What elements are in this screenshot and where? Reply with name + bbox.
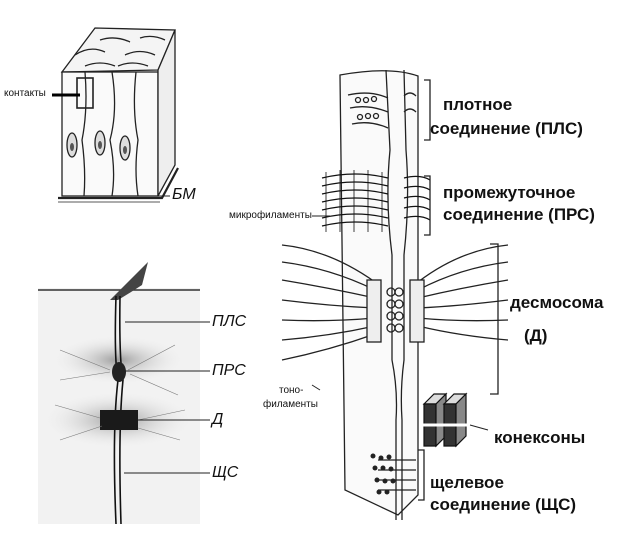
micrograph: [38, 262, 200, 525]
brackets: [418, 79, 499, 501]
label-gap-line2: соединение (ЩС): [430, 495, 577, 514]
label-tono-line2: филаменты: [263, 399, 318, 410]
label-tono-line1: тоно-: [279, 385, 304, 396]
label-tight-line1: плотное: [443, 95, 513, 114]
label-desmosome-line2: (Д): [524, 326, 548, 345]
gap-particles: [370, 453, 396, 495]
label-intermediate-line2: соединение (ПРС): [443, 205, 595, 224]
label-desmosome-line1: десмосома: [510, 293, 604, 312]
micrograph-pointers: [124, 321, 210, 474]
label-microfilaments: микрофиламенты: [229, 210, 312, 221]
label-contacts: контакты: [4, 88, 46, 99]
epithelium-block: [58, 27, 179, 203]
label-bm: БМ: [172, 186, 196, 203]
label-intermediate-line1: промежуточное: [443, 183, 576, 202]
connexon-illustration: [422, 392, 489, 448]
label-tight-line2: соединение (ПЛС): [430, 119, 583, 138]
label-prs-short: ПРС: [212, 362, 246, 379]
label-shs-short: ЩС: [212, 464, 239, 481]
leader-lines: [311, 215, 330, 391]
microfilament-band: [321, 170, 431, 232]
label-pls-short: ПЛС: [212, 313, 247, 330]
label-connexons: конексоны: [494, 428, 586, 447]
label-gap-line1: щелевое: [430, 473, 504, 492]
label-d-short: Д: [212, 411, 224, 428]
